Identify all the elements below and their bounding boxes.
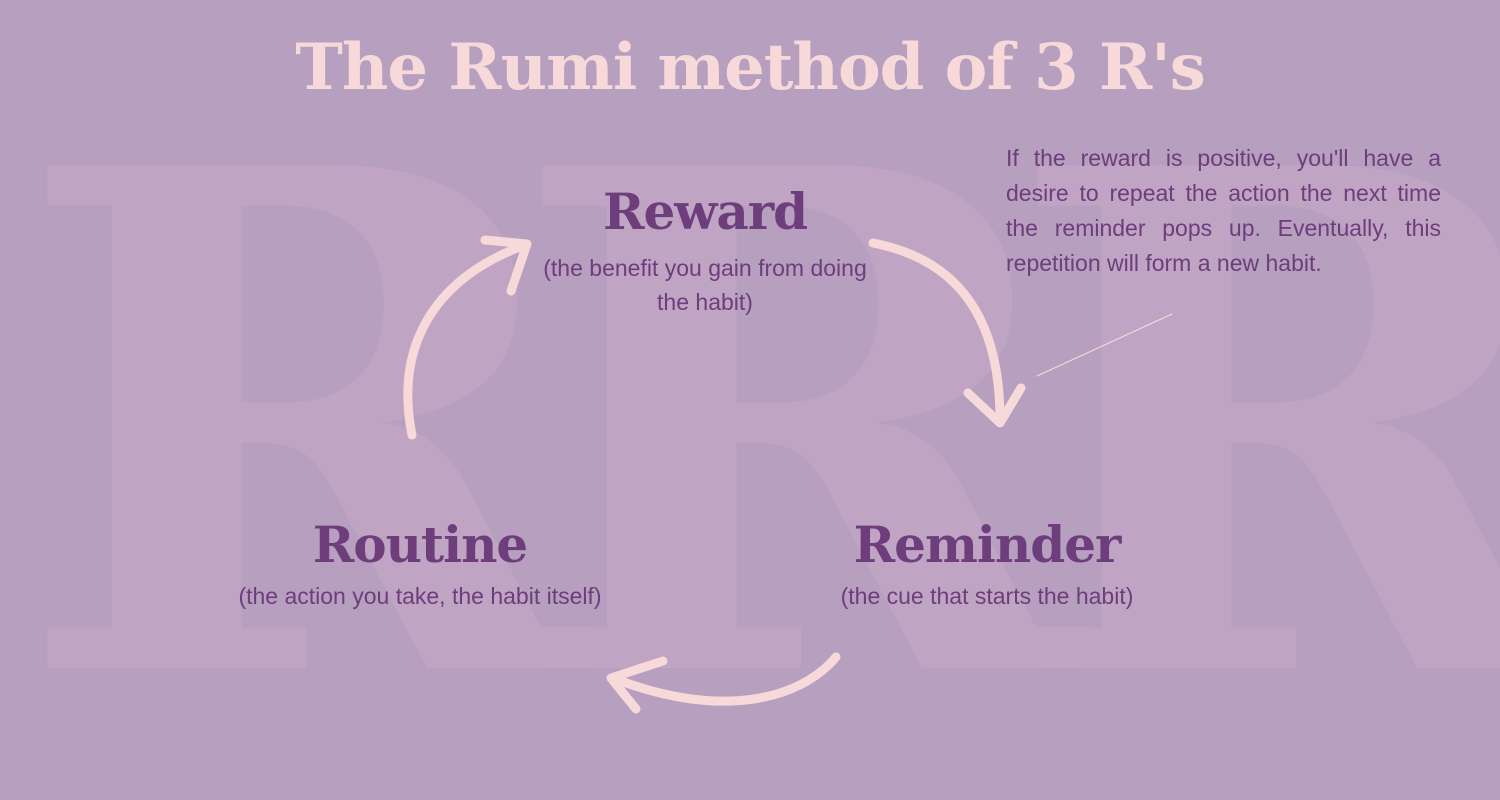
- reward-note: If the reward is positive, you'll have a…: [1006, 145, 1441, 276]
- reward-title: Reward: [602, 182, 808, 241]
- arrow-reward-to-reminder: [868, 238, 1026, 428]
- page-title: The Rumi method of 3 R's: [295, 30, 1206, 105]
- reminder-title: Reminder: [853, 515, 1122, 574]
- routine-subtitle: (the action you take, the habit itself): [238, 583, 602, 609]
- reminder-subtitle: (the cue that starts the habit): [840, 583, 1134, 609]
- routine-title: Routine: [312, 515, 529, 574]
- background-letter-r-2: R: [510, 20, 1092, 800]
- background-letter-r-3: R: [1005, 20, 1500, 800]
- note-pointer-line: [1036, 313, 1173, 377]
- background-letter-r-1: R: [15, 20, 597, 800]
- reward-subtitle: (the benefit you gain from doing the hab…: [543, 255, 867, 315]
- arrow-reminder-to-routine: [606, 652, 841, 714]
- arrow-routine-to-reward: [403, 235, 532, 440]
